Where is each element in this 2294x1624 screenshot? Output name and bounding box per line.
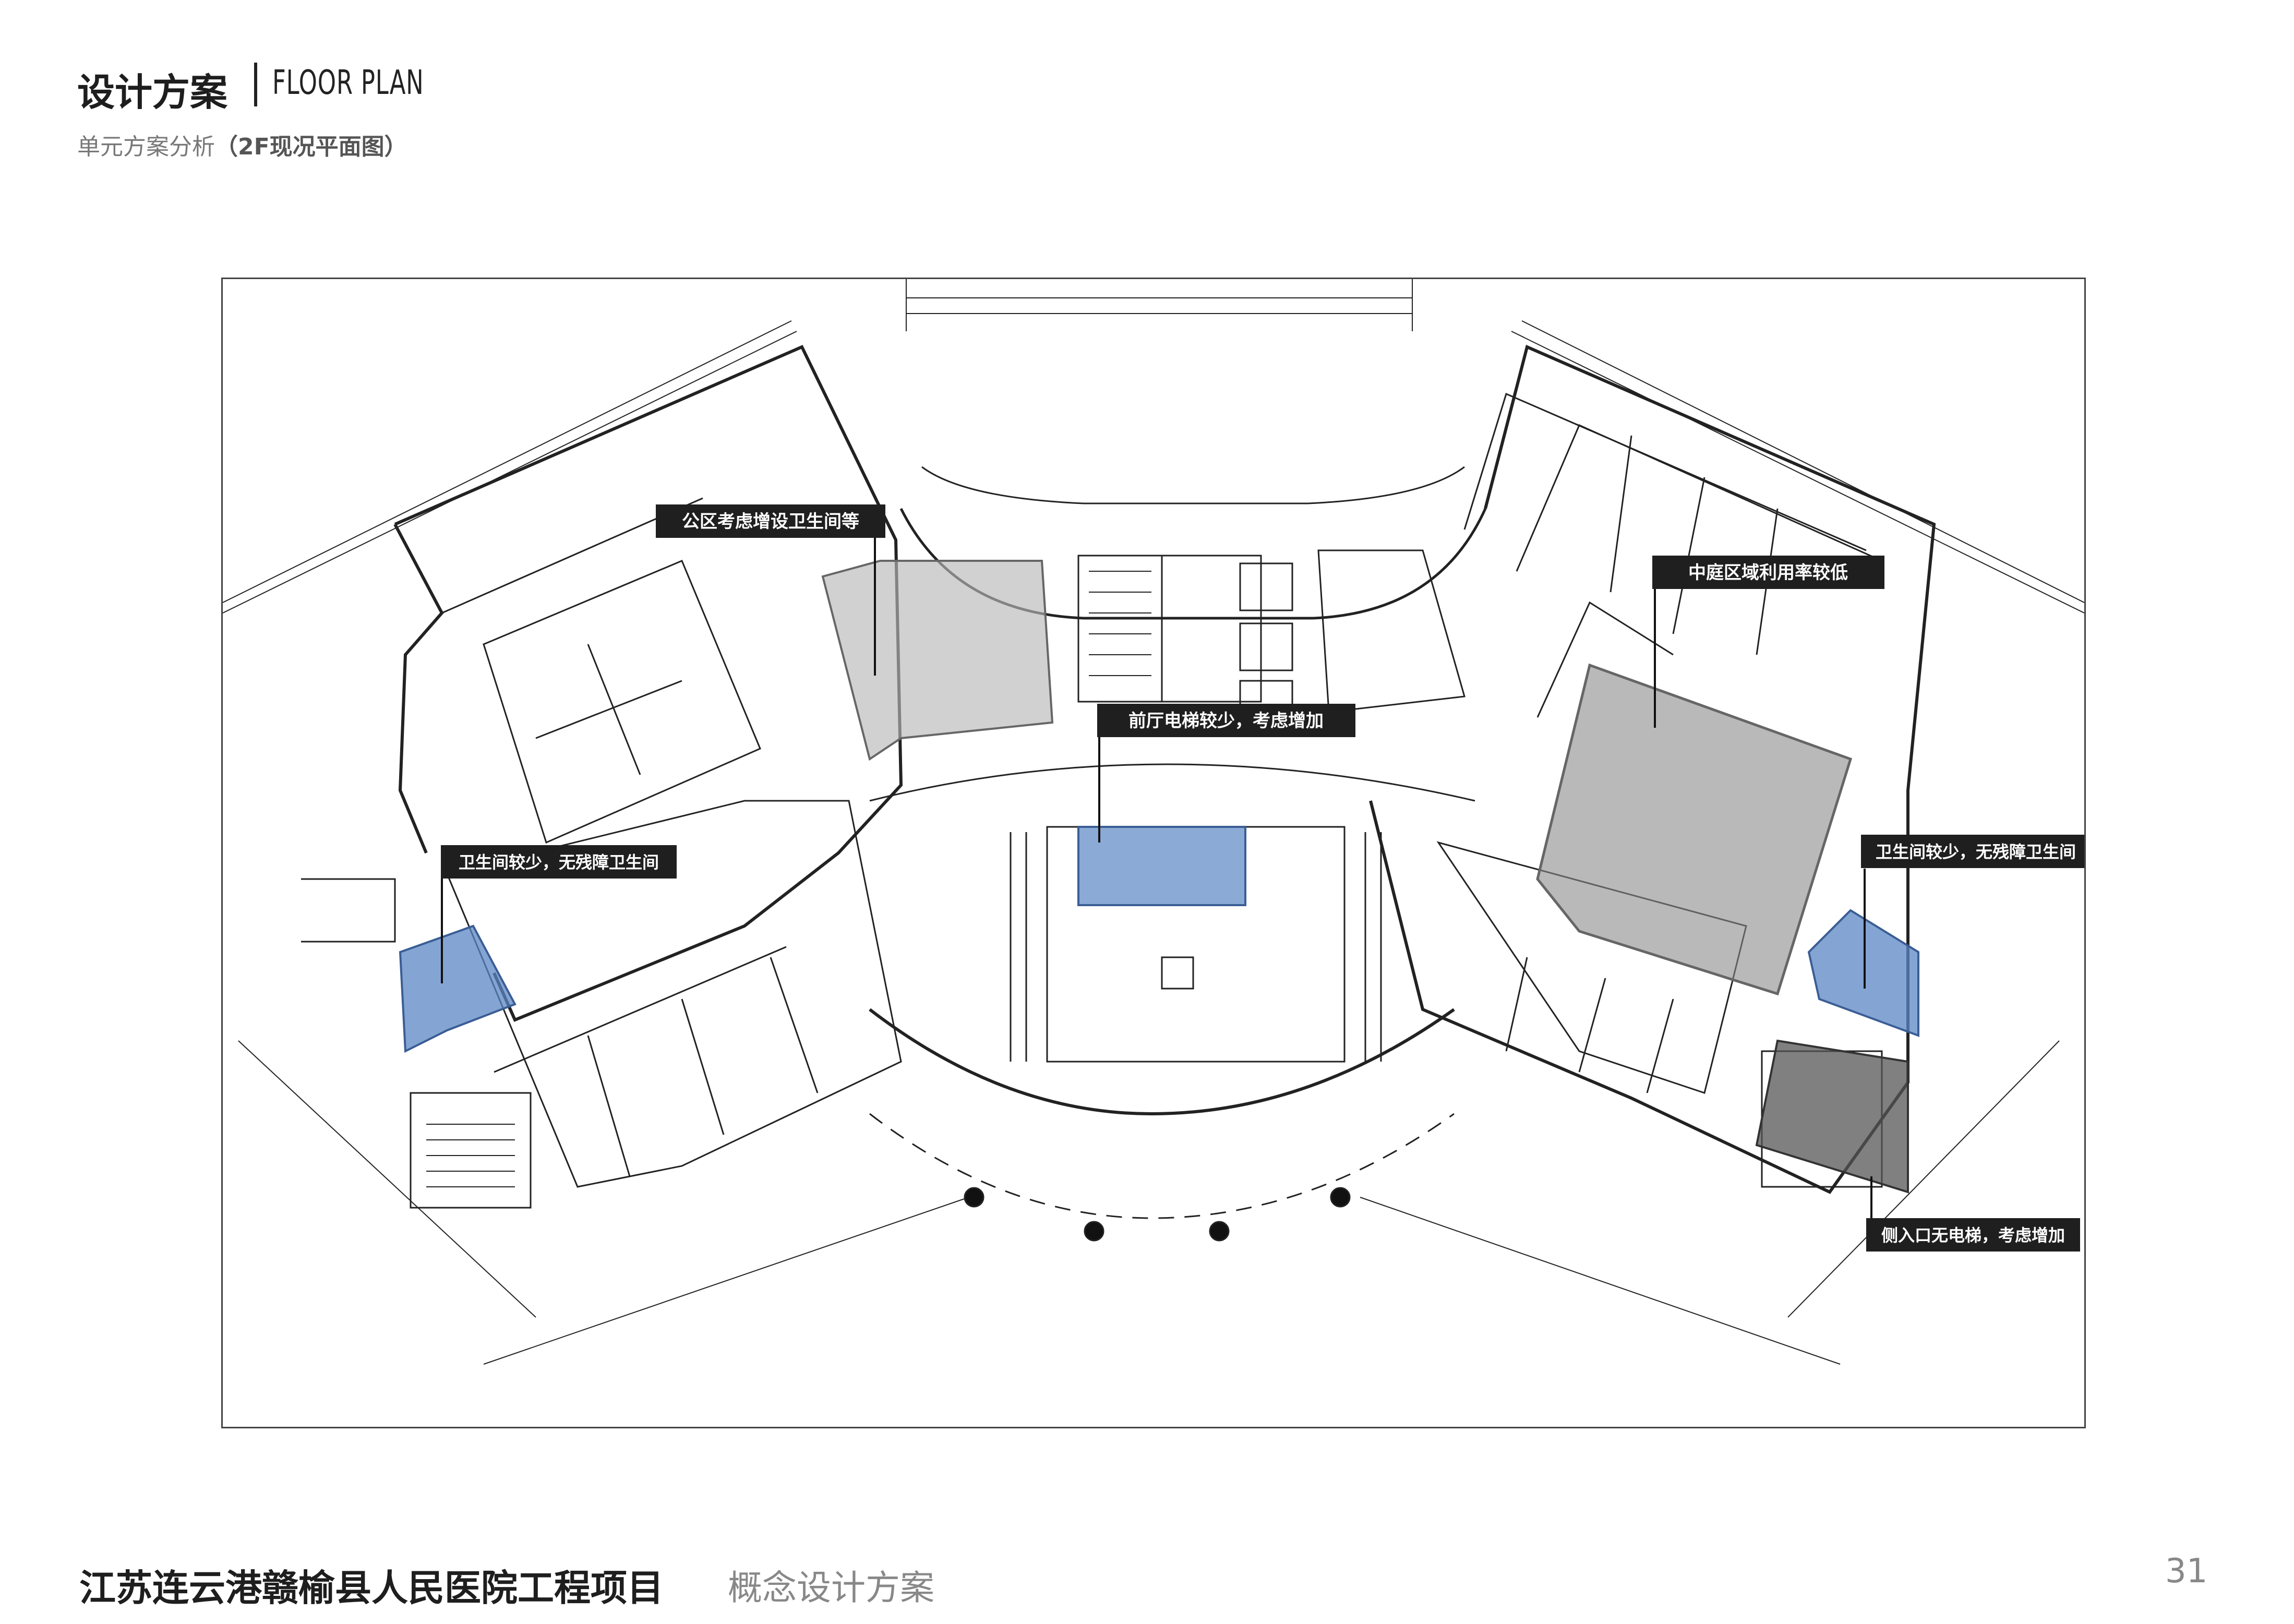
atrium-column [1161, 956, 1194, 990]
callout-box [1097, 704, 1355, 737]
courtyard-highlight [1536, 663, 1853, 996]
dim-line [223, 320, 792, 603]
escalator [1010, 832, 1382, 1062]
room-partition [681, 999, 725, 1135]
room-partition [1505, 957, 1674, 1093]
left-wing-wall [393, 523, 444, 854]
room-partition [1516, 424, 1882, 572]
dim-line [1511, 331, 2084, 613]
lobby-elevator-highlight [1077, 826, 1246, 906]
dim-line [1521, 320, 2084, 603]
title-divider [254, 63, 257, 106]
highlights [399, 560, 1919, 1194]
page-title: 设计方案 [77, 70, 228, 114]
lobby-front-arc [869, 1008, 1455, 1116]
dim-line [223, 331, 797, 613]
side-entrance-left [301, 878, 396, 943]
room-block [483, 560, 761, 844]
elevator-room [1161, 555, 1262, 703]
room-partition [587, 1035, 631, 1177]
dim-line [1360, 1197, 1841, 1365]
callout-toilet-left: 卫生间较少，无残障卫生间 [459, 852, 659, 872]
elevator-shaft [1239, 622, 1293, 671]
room-partition [535, 680, 682, 739]
callout-labels: 公区考虑增设卫生间等 前厅电梯较少，考虑增加 中庭区域利用率较低 卫生间较少，无… [441, 504, 2084, 1252]
callout-box [656, 504, 885, 538]
central-curve-inner [921, 466, 1465, 504]
room-partition [587, 644, 641, 775]
column [1330, 1187, 1351, 1208]
callout-courtyard: 中庭区域利用率较低 [1688, 562, 1848, 583]
canopy-arc [869, 1113, 1455, 1219]
project-name: 江苏连云港赣榆县人民医院工程项目 [79, 1567, 664, 1609]
side-entrance-highlight [1755, 1039, 1909, 1194]
callout-box [1866, 1218, 2080, 1252]
callout-side-entrance: 侧入口无电梯，考虑增加 [1881, 1225, 2065, 1245]
central-right-room [1317, 549, 1466, 713]
toilet-left-highlight [399, 924, 517, 1053]
callout-public-area: 公区考虑增设卫生间等 [682, 511, 859, 532]
room-partition [1536, 601, 1674, 718]
public-area-highlight [821, 560, 1054, 761]
page-number: 31 [2165, 1552, 2208, 1591]
stair-treads [1089, 571, 1151, 676]
callout-lobby-elevator: 前厅电梯较少，考虑增加 [1128, 711, 1324, 731]
dim-line [1787, 1040, 2060, 1318]
left-wing-wall [394, 345, 903, 1022]
left-staircase [410, 1092, 532, 1209]
page-subtitle: 单元方案分析（2F现况平面图） [77, 128, 407, 161]
lobby-arc [869, 763, 1475, 802]
dim-line [483, 1197, 969, 1365]
left-south-rooms [446, 800, 902, 1188]
right-corridor-wall [1463, 392, 1867, 551]
subtitle-text: 单元方案分析 [77, 134, 215, 160]
central-stair [1077, 555, 1163, 703]
callout-box [1652, 556, 1884, 589]
room-partition [494, 946, 787, 1073]
elevator-shaft [1239, 562, 1293, 611]
stair-treads [426, 1124, 515, 1187]
page-title-en: FLOOR PLAN [272, 64, 424, 102]
column [1084, 1221, 1104, 1242]
callout-box [1861, 835, 2084, 868]
concept-label: 概念设计方案 [728, 1568, 934, 1608]
dim-line [238, 1040, 536, 1318]
callout-box [441, 845, 677, 879]
floor-plan-drawing: 公区考虑增设卫生间等 前厅电梯较少，考虑增加 中庭区域利用率较低 卫生间较少，无… [223, 279, 2084, 1365]
subtitle-bold: （2F现况平面图） [215, 134, 407, 160]
callout-leaders [441, 524, 1872, 1234]
callout-toilet-right: 卫生间较少，无残障卫生间 [1876, 842, 2076, 862]
column [1209, 1221, 1230, 1242]
column [964, 1187, 984, 1208]
room-partition [770, 957, 819, 1093]
floor-plan-frame: 公区考虑增设卫生间等 前厅电梯较少，考虑增加 中庭区域利用率较低 卫生间较少，无… [221, 278, 2086, 1428]
room-partition [1610, 435, 1779, 655]
